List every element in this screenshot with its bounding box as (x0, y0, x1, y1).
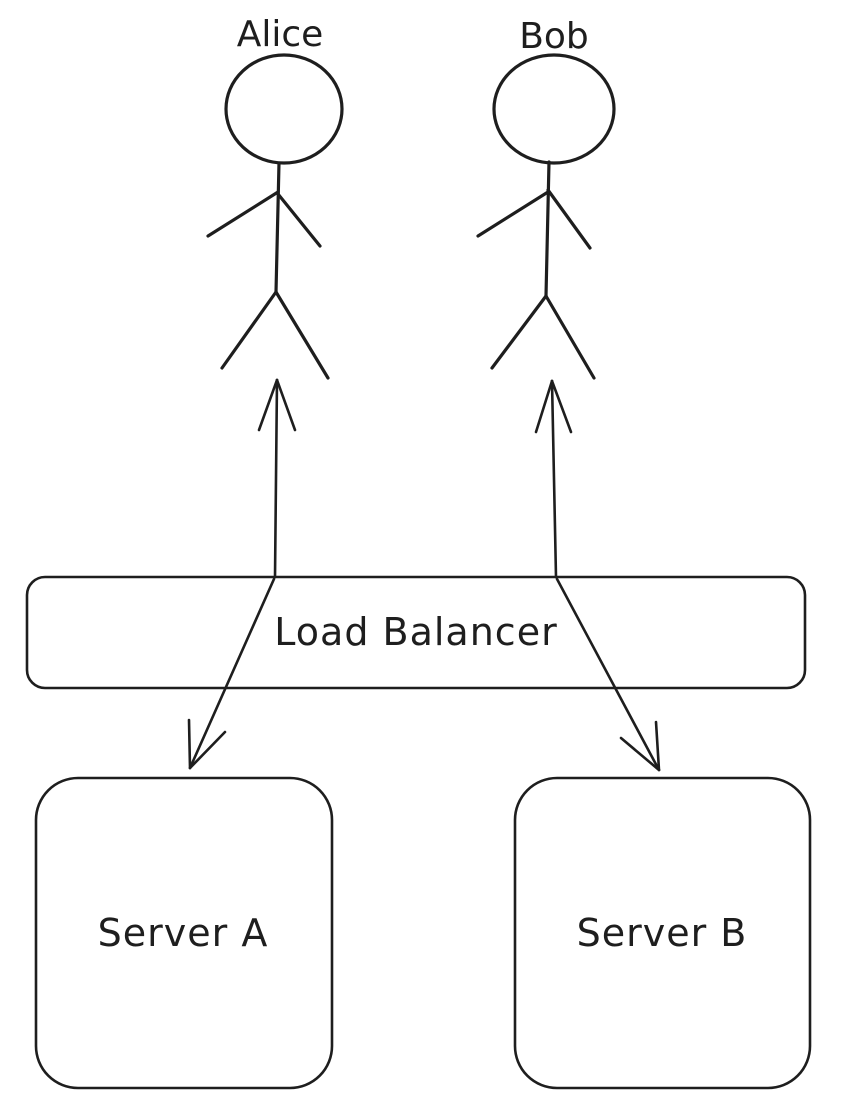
actor-bob-name: Bob (519, 16, 589, 57)
load-balancer-label: Load Balancer (274, 610, 557, 654)
actor-alice-head (224, 53, 344, 165)
arrow-lb-to-alice[interactable] (257, 378, 297, 579)
server-a-box (34, 776, 334, 1090)
actor-bob-head (492, 53, 616, 165)
actor-bob[interactable]: Bob (476, 16, 616, 380)
actor-alice-name: Alice (237, 14, 324, 55)
arrow-lb-to-server-a[interactable] (187, 577, 276, 770)
server-b-label: Server B (577, 911, 748, 955)
actor-bob-body (476, 160, 596, 380)
server-b-box (513, 776, 812, 1090)
load-balancer[interactable]: Load Balancer (25, 575, 807, 690)
arrow-lb-to-bob[interactable] (534, 379, 573, 579)
server-a-label: Server A (98, 911, 269, 955)
server-a[interactable]: Server A (34, 776, 334, 1090)
actor-alice[interactable]: Alice (206, 14, 344, 380)
actor-alice-body (206, 161, 330, 380)
arrow-lb-to-server-b[interactable] (555, 577, 661, 772)
server-b[interactable]: Server B (513, 776, 812, 1090)
load-balancer-box (25, 575, 807, 690)
